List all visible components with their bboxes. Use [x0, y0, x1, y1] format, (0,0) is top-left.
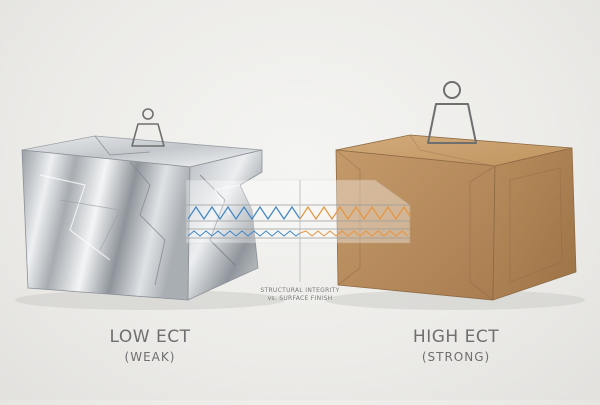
high-ect-label: HIGH ECT: [412, 327, 500, 347]
right-shadow: [325, 290, 585, 310]
center-caption-line1: STRUCTURAL INTEGRITY: [260, 287, 340, 294]
weight-icon: [427, 81, 477, 144]
center-caption: STRUCTURAL INTEGRITY vs. SURFACE FINISH: [240, 287, 360, 303]
kraft-box: [335, 134, 577, 301]
left-shadow: [15, 290, 285, 310]
center-caption-line2: vs. SURFACE FINISH: [267, 295, 333, 302]
strong-label: (STRONG): [421, 350, 491, 364]
right-caption: HIGH ECT (STRONG): [366, 327, 546, 365]
low-ect-label: LOW ECT: [109, 327, 191, 347]
left-caption: LOW ECT (WEAK): [60, 327, 240, 365]
strong-flute-line: [299, 205, 411, 221]
weight-icon: [131, 108, 165, 147]
corrugation-cross-section: [185, 179, 411, 282]
foil-box: [21, 135, 263, 301]
weak-label: (WEAK): [124, 350, 176, 364]
weak-flute-line: [187, 205, 301, 221]
